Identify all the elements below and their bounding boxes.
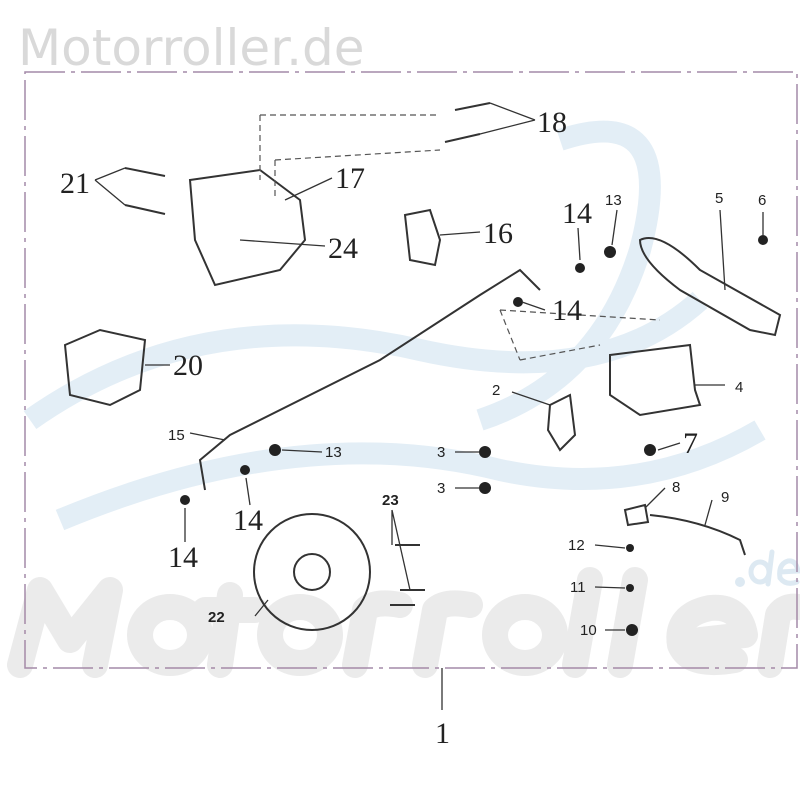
clamp-2 [546,393,577,452]
brake-hose-15 [198,268,541,491]
label-21: 21 [60,167,90,200]
label-13: 13 [605,192,622,209]
label-10: 10 [580,622,597,639]
bolts-23 [390,544,425,606]
assembly-frame [24,71,798,669]
brake-disc-22 [253,513,371,631]
small-parts [180,235,768,636]
label-14: 14 [552,294,582,327]
label-3: 3 [437,480,445,497]
label-4: 4 [735,379,743,396]
brake-pads-20 [63,328,147,407]
brake-caliper [188,114,441,287]
label-16: 16 [483,217,513,250]
label-9: 9 [721,489,729,506]
watermark-de-logo [735,549,800,587]
leader-lines [94,102,764,631]
master-cylinder-4 [499,309,702,417]
label-24: 24 [328,232,358,265]
label-2: 2 [492,382,500,399]
label-6: 6 [758,192,766,209]
bracket-16 [403,208,442,267]
label-7: 7 [683,427,698,460]
watermark-top: Motorroller.de [18,19,365,77]
label-23: 23 [382,492,399,509]
label-11: 11 [570,579,586,596]
switch-8-9 [623,503,746,556]
label-14: 14 [168,541,198,574]
label-14: 14 [562,197,592,230]
caliper-bolts-21 [124,167,166,215]
label-8: 8 [672,479,680,496]
label-1: 1 [435,717,450,750]
watermark-logo-swirl [23,120,766,531]
label-5: 5 [715,190,723,207]
bolts-18 [444,102,491,143]
brake-lever-5 [638,237,782,337]
label-17: 17 [335,162,365,195]
label-13: 13 [325,444,342,461]
watermark-big-logo [7,567,800,678]
label-14: 14 [233,504,263,537]
label-15: 15 [168,427,185,444]
label-12: 12 [568,537,585,554]
label-3: 3 [437,444,445,461]
part-number-labels: 18 21 17 24 16 14 13 5 6 14 20 2 4 15 13… [60,106,766,750]
label-20: 20 [173,349,203,382]
label-22: 22 [208,609,225,626]
label-18: 18 [537,106,567,139]
